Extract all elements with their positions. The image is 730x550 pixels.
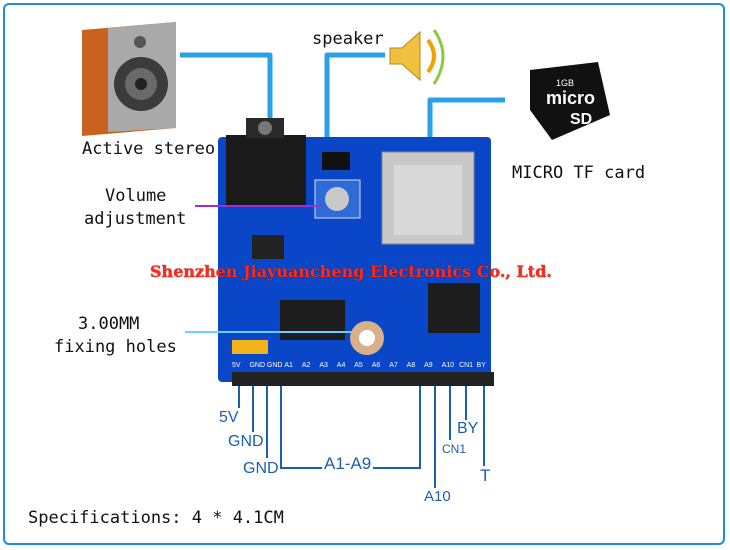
- silk-pin-label: BY: [476, 362, 486, 369]
- silk-pin-label: A6: [371, 362, 381, 369]
- silk-pin-label: A3: [319, 362, 328, 369]
- pin-a1-a9-label: A1-A9: [322, 454, 374, 474]
- silk-pin-label: A2: [301, 362, 311, 369]
- speaker-icon: [389, 29, 445, 85]
- sd-size-text: 1GB: [556, 78, 574, 88]
- silk-pin-label: A9: [424, 362, 433, 369]
- pin-t-label: T: [480, 466, 491, 485]
- volume-label: Volume: [105, 186, 167, 206]
- micro-tf-card-label: MICRO TF card: [512, 163, 646, 183]
- silk-pin-label: A7: [389, 362, 398, 369]
- speaker-label: speaker: [312, 29, 384, 49]
- silk-pin-label: CN1: [459, 362, 474, 369]
- company-banner: Shenzhen Jiayuancheng Electronics Co., L…: [150, 262, 552, 281]
- pcb-board: [218, 118, 494, 386]
- pin-5v-label: 5V: [219, 409, 239, 426]
- silk-pin-label: GND: [249, 362, 266, 369]
- micro-sd-card-image: 1GB micro SD: [530, 62, 610, 140]
- silk-pin-label: A1: [284, 362, 293, 369]
- pin-by-label: BY: [457, 420, 479, 437]
- hole-size-label: 3.00MM: [78, 314, 140, 334]
- image-border: [3, 3, 725, 545]
- pin-a10-label: A10: [424, 488, 451, 505]
- sd-brand-text: micro: [546, 88, 595, 108]
- speaker-box-image: [82, 22, 176, 136]
- pin-cn1-label: CN1: [442, 442, 467, 456]
- fixing-holes-label: fixing holes: [54, 337, 177, 357]
- pin-gnd1-label: GND: [228, 433, 264, 450]
- active-stereo-label: Active stereo: [82, 139, 216, 159]
- silk-pin-label: A10: [441, 362, 455, 369]
- sd-logo-text: SD: [570, 111, 592, 128]
- pin-leads: [238, 386, 485, 488]
- pin-gnd2-label: GND: [243, 460, 279, 477]
- silk-pin-label: A5: [354, 362, 363, 369]
- specifications-label: Specifications: 4 * 4.1CM: [28, 508, 284, 528]
- silk-pin-label: A8: [406, 362, 416, 369]
- silk-pin-label: GND: [266, 362, 283, 369]
- connector-wires: [180, 52, 505, 150]
- silk-pin-label: A4: [336, 362, 346, 369]
- adjustment-label: adjustment: [84, 209, 187, 229]
- silk-pin-label: 5V: [232, 362, 241, 369]
